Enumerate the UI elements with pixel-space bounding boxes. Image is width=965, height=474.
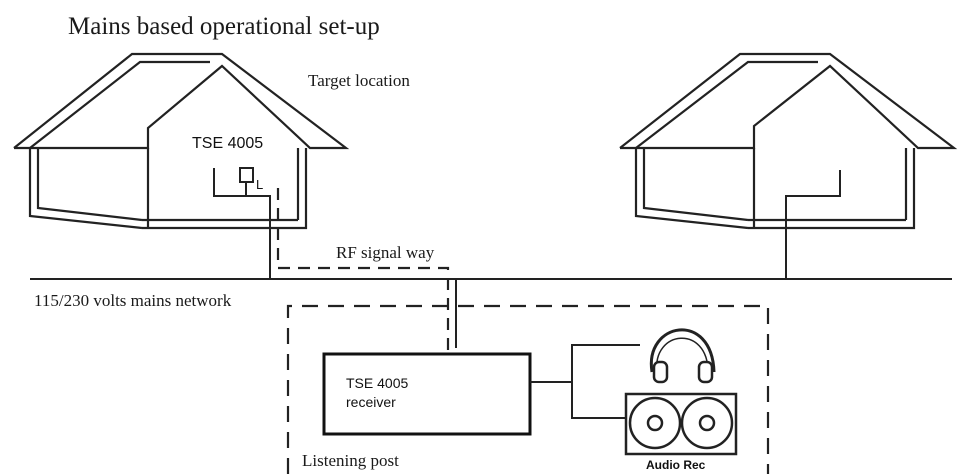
rf-signal-path bbox=[276, 188, 450, 350]
receiver-output-wiring bbox=[530, 344, 640, 419]
audio-rec-label: Audio Rec bbox=[646, 458, 706, 472]
transmitter-l-label: L bbox=[256, 177, 263, 192]
target-location-label: Target location bbox=[308, 71, 410, 90]
listening-post-label: Listening post bbox=[302, 451, 399, 470]
headphones-icon bbox=[649, 328, 716, 384]
audio-recorder-icon bbox=[624, 392, 738, 456]
transmitter-device bbox=[213, 167, 271, 278]
diagram-title: Mains based operational set-up bbox=[68, 13, 380, 40]
receiver-label-line1: TSE 4005 bbox=[346, 375, 408, 391]
receiver-box bbox=[322, 352, 532, 436]
right-house bbox=[619, 52, 958, 278]
listening-post-boundary bbox=[286, 304, 770, 474]
rf-signal-way-label: RF signal way bbox=[336, 243, 435, 262]
receiver-label-line2: receiver bbox=[346, 394, 396, 410]
target-house bbox=[13, 52, 350, 230]
mains-network-label: 115/230 volts mains network bbox=[34, 291, 232, 310]
transmitter-label: TSE 4005 bbox=[192, 135, 263, 152]
